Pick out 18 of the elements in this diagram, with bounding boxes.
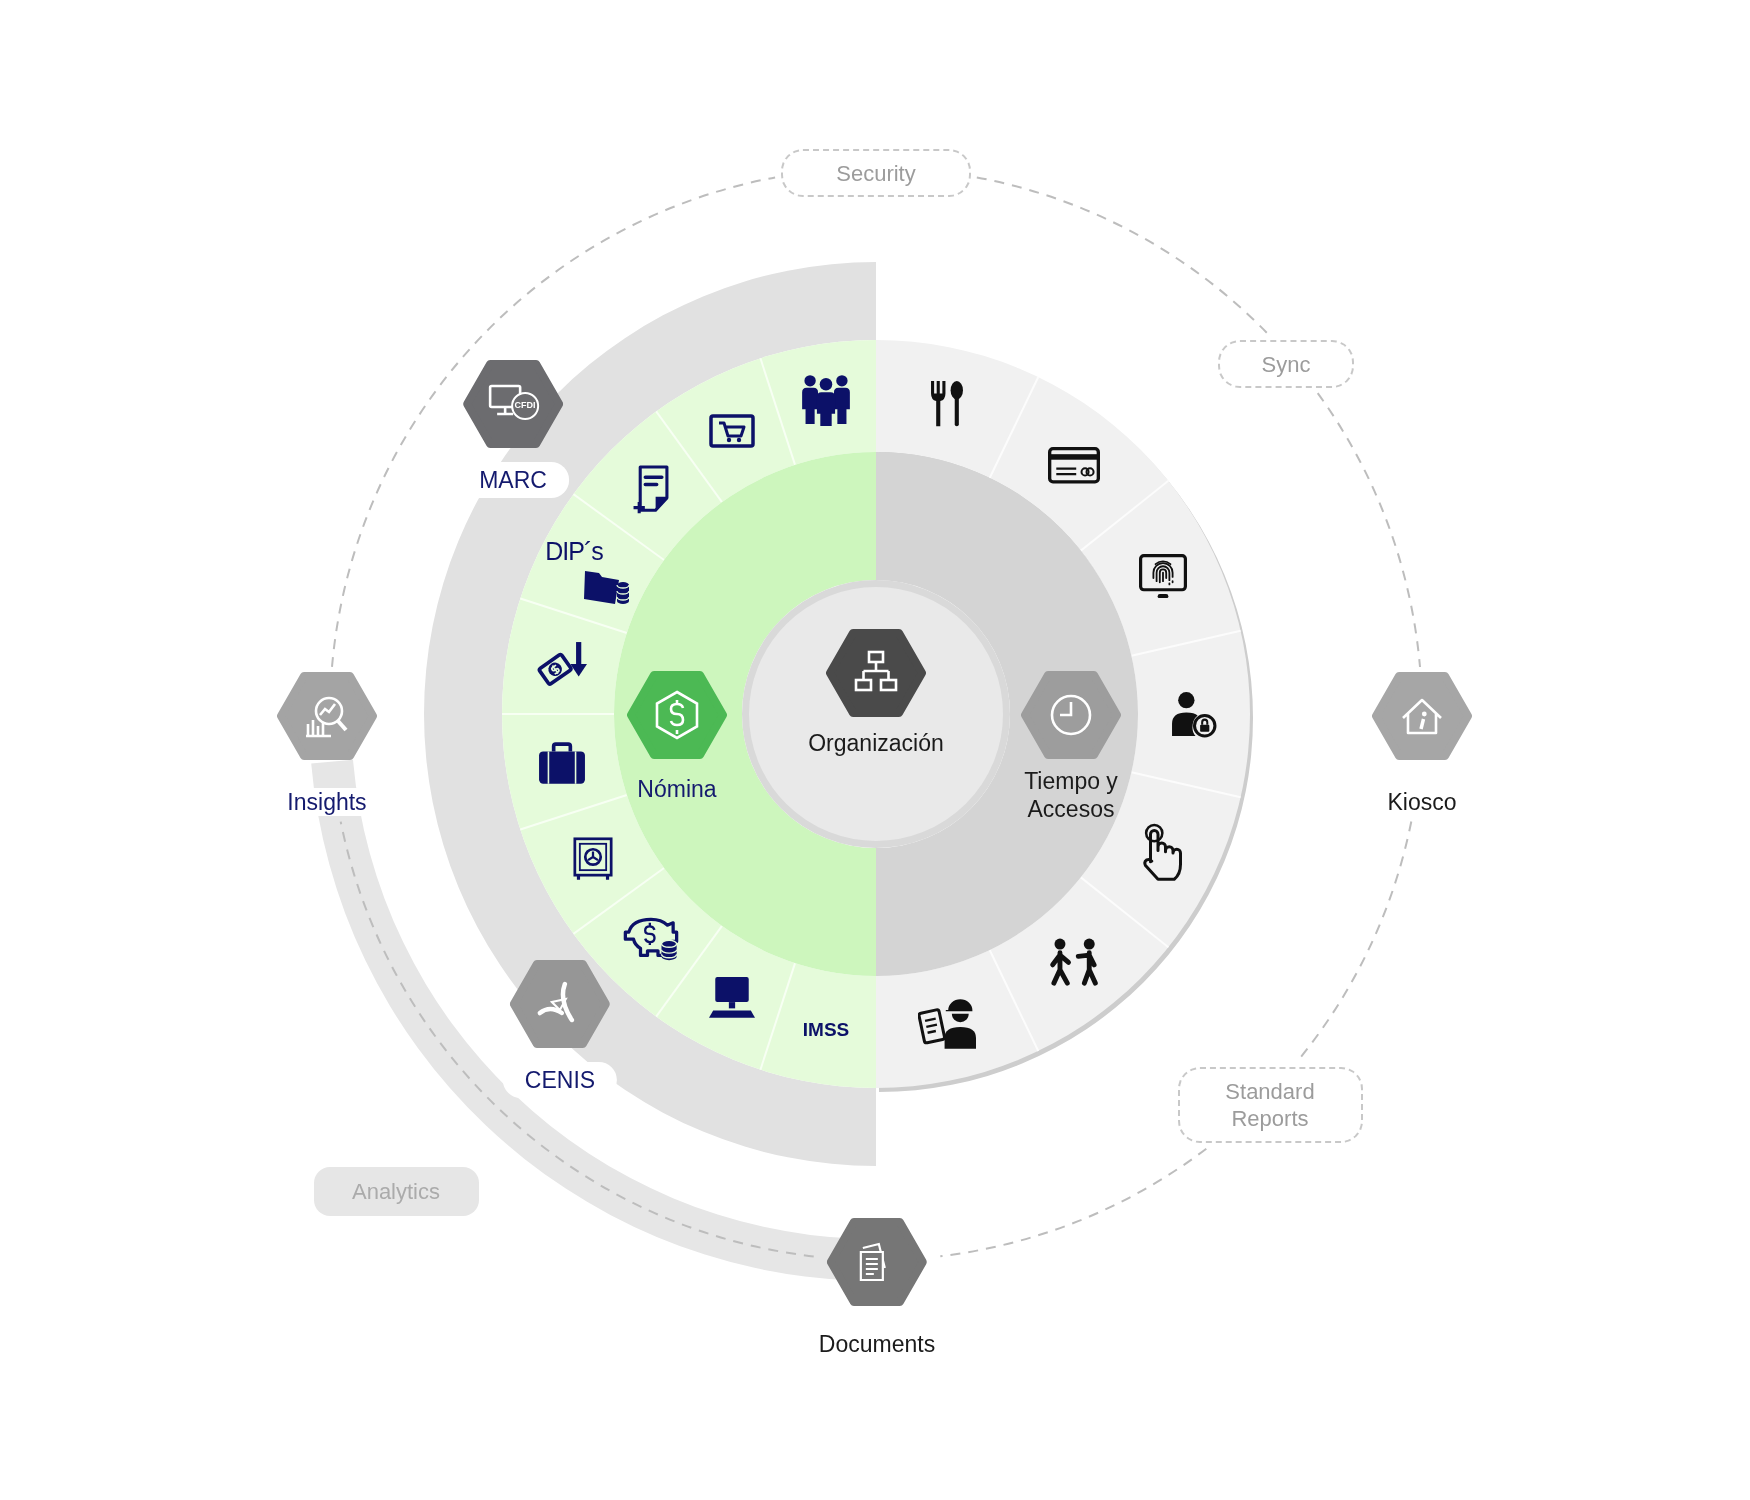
node-label: Tiempo y Accesos: [1023, 767, 1119, 823]
node-label: CENIS: [502, 1062, 618, 1098]
segment-text: IMSS: [802, 1019, 850, 1041]
dashed-tag: Sync: [1218, 340, 1354, 388]
dashed-connector: [975, 176, 1270, 336]
node-label: Nómina: [637, 775, 717, 803]
segment-text: DIP´s: [545, 538, 603, 566]
filled-tag: Analytics: [313, 1166, 479, 1216]
node-label: Organización: [808, 729, 944, 757]
node-label: Kiosco: [1387, 788, 1457, 816]
dashed-tag: Standard Reports: [1177, 1067, 1363, 1143]
seal-text: CFDI: [514, 401, 536, 411]
dashed-connector: [939, 1147, 1208, 1258]
dashed-connector: [1316, 392, 1421, 668]
node-label: Documents: [818, 1330, 936, 1358]
dashed-tag: Security: [781, 149, 971, 197]
dashed-connector: [331, 176, 777, 668]
dashed-connector: [339, 820, 815, 1258]
